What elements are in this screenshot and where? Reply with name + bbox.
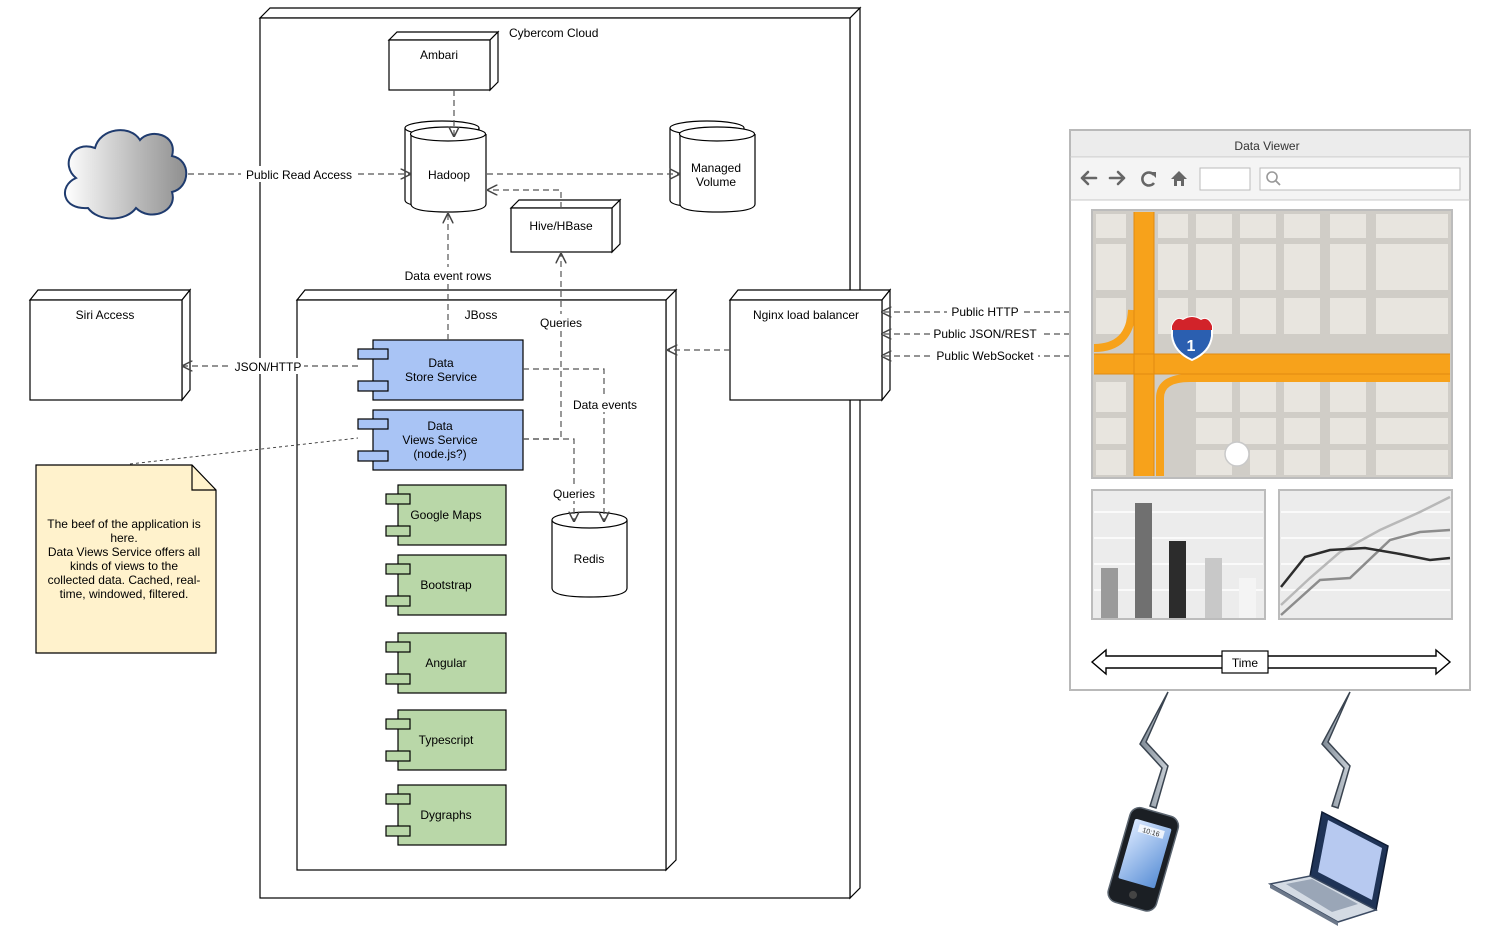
laptop-icon bbox=[1267, 810, 1389, 926]
note-line: here. bbox=[110, 531, 137, 545]
phone-clock: 10:16 bbox=[1141, 827, 1160, 839]
nginx-node: Nginx load balancer bbox=[728, 288, 892, 402]
edge-label-public-http: Public HTTP bbox=[951, 305, 1018, 319]
bar bbox=[1135, 503, 1152, 618]
bar-chart-widget bbox=[1091, 489, 1266, 620]
interstate-shield-icon: 1 bbox=[1171, 316, 1213, 362]
lightning-icon bbox=[1321, 691, 1351, 809]
edge-label-public-json: Public JSON/REST bbox=[933, 327, 1037, 341]
viewer-title: Data Viewer bbox=[1234, 139, 1299, 153]
data-views-service: Data Views Service (node.js?) bbox=[357, 409, 524, 471]
home-icon[interactable] bbox=[1171, 171, 1187, 186]
edge-label-public-ws: Public WebSocket bbox=[936, 349, 1034, 363]
edge-label-public-read: Public Read Access bbox=[246, 168, 352, 182]
nginx-label: Nginx load balancer bbox=[753, 308, 859, 322]
back-arrow-icon[interactable] bbox=[1080, 170, 1098, 186]
ambari-label: Ambari bbox=[420, 48, 458, 62]
line-chart-widget bbox=[1278, 489, 1453, 620]
component-label: Typescript bbox=[419, 733, 474, 747]
jboss-label: JBoss bbox=[465, 308, 498, 322]
component-label: Bootstrap bbox=[420, 578, 472, 592]
note-line: collected data. Cached, real- bbox=[48, 573, 201, 587]
bar bbox=[1169, 541, 1186, 618]
edge-label-data-event-rows: Data event rows bbox=[405, 269, 492, 283]
hadoop-store: Hadoop bbox=[404, 120, 487, 213]
edge-label-data-events: Data events bbox=[573, 398, 637, 412]
component-google-maps: Google Maps bbox=[385, 484, 507, 546]
edge-labels: Public Read Access Data event rows Queri… bbox=[232, 166, 1040, 501]
note-line: kinds of views to the bbox=[70, 559, 178, 573]
note-connector bbox=[129, 437, 359, 465]
bar bbox=[1205, 558, 1222, 618]
managed-volume-store: Managed Volume bbox=[669, 120, 756, 213]
series-line bbox=[1280, 546, 1451, 588]
ambari-node: Ambari bbox=[387, 30, 500, 92]
views-service-line1: Data bbox=[427, 419, 453, 433]
managed-volume-line1: Managed bbox=[691, 161, 741, 175]
component-dygraphs: Dygraphs bbox=[385, 784, 507, 846]
cloud-icon bbox=[64, 129, 188, 220]
redis-store: Redis bbox=[551, 511, 628, 598]
map-pin bbox=[1224, 441, 1250, 467]
store-service-line1: Data bbox=[428, 356, 454, 370]
siri-label: Siri Access bbox=[76, 308, 135, 322]
note: The beef of the application is here. Dat… bbox=[35, 464, 217, 654]
redis-label: Redis bbox=[574, 552, 605, 566]
edge-label-queries-hive: Queries bbox=[540, 316, 582, 330]
edge-label-queries-redis: Queries bbox=[553, 487, 595, 501]
data-viewer-window: Data Viewer bbox=[1069, 129, 1471, 691]
views-service-line2: Views Service bbox=[402, 433, 477, 447]
data-store-service: Data Store Service bbox=[357, 339, 524, 401]
series-line bbox=[1280, 528, 1451, 616]
siri-node: Siri Access bbox=[28, 288, 192, 402]
component-label: Dygraphs bbox=[420, 808, 471, 822]
component-label: Google Maps bbox=[410, 508, 481, 522]
lightning-icon bbox=[1139, 691, 1169, 809]
forward-arrow-icon[interactable] bbox=[1108, 170, 1126, 186]
time-slider[interactable]: Time bbox=[1090, 648, 1452, 676]
series-line bbox=[1280, 495, 1451, 606]
edge-label-json-http: JSON/HTTP bbox=[235, 360, 302, 374]
cloud-title: Cybercom Cloud bbox=[509, 26, 598, 40]
note-line: time, windowed, filtered. bbox=[60, 587, 189, 601]
note-line: The beef of the application is bbox=[47, 517, 200, 531]
map-widget: 1 bbox=[1091, 209, 1453, 479]
hive-node: Hive/HBase bbox=[509, 198, 622, 254]
search-icon bbox=[1266, 171, 1281, 186]
time-label: Time bbox=[1232, 656, 1259, 670]
shield-number: 1 bbox=[1187, 338, 1196, 355]
managed-volume-line2: Volume bbox=[696, 175, 736, 189]
bar bbox=[1239, 578, 1256, 618]
note-line: Data Views Service offers all bbox=[48, 545, 200, 559]
component-label: Angular bbox=[425, 656, 466, 670]
hadoop-label: Hadoop bbox=[428, 168, 470, 182]
search-input[interactable] bbox=[1259, 167, 1461, 191]
address-field[interactable] bbox=[1199, 167, 1251, 191]
hive-label: Hive/HBase bbox=[529, 219, 593, 233]
bar bbox=[1101, 568, 1118, 618]
phone-icon: 10:16 bbox=[1107, 806, 1180, 912]
component-bootstrap: Bootstrap bbox=[385, 554, 507, 616]
component-angular: Angular bbox=[385, 632, 507, 694]
views-service-line3: (node.js?) bbox=[413, 447, 466, 461]
reload-icon[interactable] bbox=[1141, 171, 1156, 187]
store-service-line2: Store Service bbox=[405, 370, 477, 384]
component-typescript: Typescript bbox=[385, 709, 507, 771]
